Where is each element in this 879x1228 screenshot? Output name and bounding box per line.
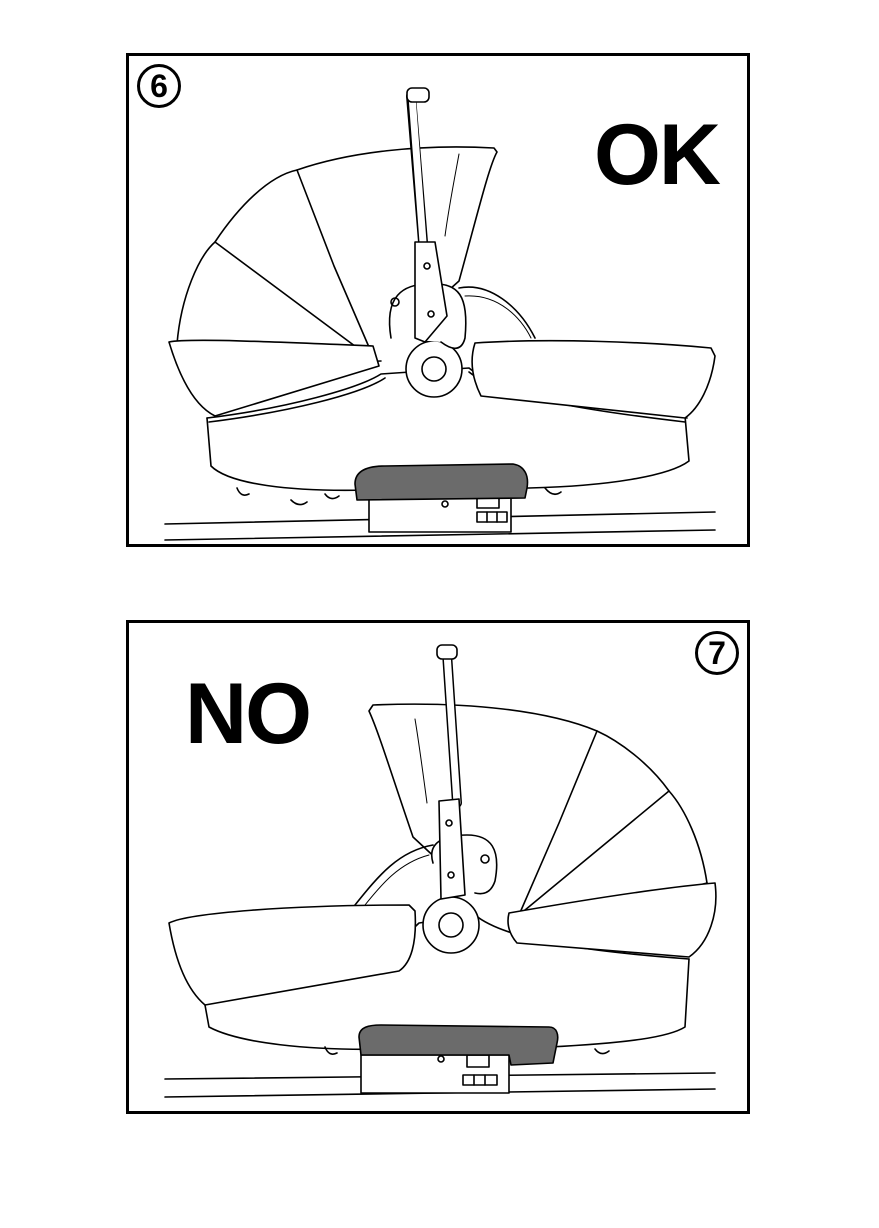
step-number-badge: 6 xyxy=(137,64,181,108)
no-label: NO xyxy=(185,671,310,757)
ok-label: OK xyxy=(594,112,719,198)
step-6-panel: 6 OK xyxy=(126,53,750,547)
step-7-panel: 7 NO xyxy=(126,620,750,1114)
step-number-badge: 7 xyxy=(695,631,739,675)
